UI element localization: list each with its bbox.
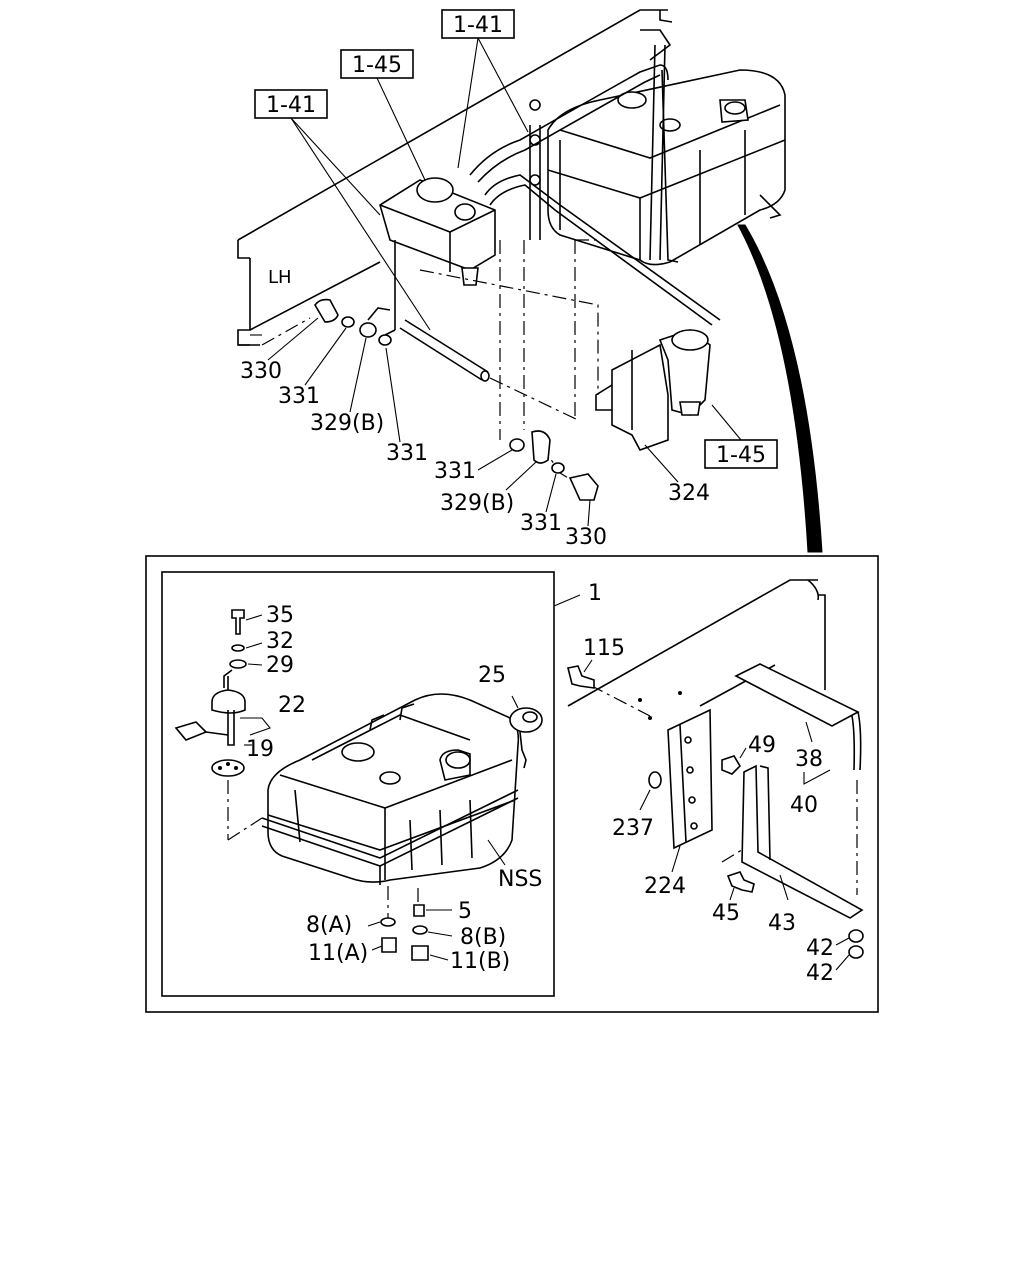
sender-opening xyxy=(379,771,401,785)
callout-331-right: 331 xyxy=(434,459,476,484)
callout-42-a: 42 xyxy=(806,936,834,961)
detail-outer-frame xyxy=(145,555,879,1013)
fittings-left xyxy=(261,298,579,421)
callout-115: 115 xyxy=(583,636,625,661)
ref-box-1-45-top: 1-45 xyxy=(340,49,426,181)
callout-25: 25 xyxy=(478,663,506,688)
callout-331-left: 331 xyxy=(278,384,320,409)
callout-19: 19 xyxy=(246,737,274,762)
bolt-35 xyxy=(231,609,245,635)
fuel-feed-pump xyxy=(379,177,496,336)
washer-331-right-b xyxy=(551,462,565,474)
callout-330-right: 330 xyxy=(565,525,607,550)
fuel-tank-upper xyxy=(529,29,786,266)
fuel-lines-upper xyxy=(469,64,721,326)
bracket-224 xyxy=(667,708,713,850)
bolt-330-left xyxy=(314,298,339,323)
callout-8a: 8(A) xyxy=(306,913,352,938)
callout-5: 5 xyxy=(458,899,472,924)
callout-22: 22 xyxy=(278,693,306,718)
washer-331-right xyxy=(509,438,525,452)
detail-inner-frame xyxy=(161,571,555,997)
callout-237: 237 xyxy=(612,816,654,841)
callout-11a: 11(A) xyxy=(308,941,368,966)
callout-331-left-b: 331 xyxy=(386,441,428,466)
sender-unit xyxy=(174,609,263,841)
ref-box-1-41-left: 1-41 xyxy=(254,89,431,331)
washer-331-left xyxy=(341,316,355,328)
callout-8b: 8(B) xyxy=(460,925,506,950)
callout-224: 224 xyxy=(644,874,686,899)
callout-29: 29 xyxy=(266,653,294,678)
strap-43 xyxy=(741,764,864,919)
bolt-45 xyxy=(726,871,755,893)
sender-callouts: 35 32 29 22 19 xyxy=(240,603,306,762)
mounting-hardware: 115 224 237 49 38 4 xyxy=(567,579,864,986)
filler-cap: 25 xyxy=(478,663,543,769)
svg-text:1-45: 1-45 xyxy=(716,443,766,468)
drain-parts: NSS 5 8(A) 8(B) 11(A) 11(B) xyxy=(306,839,542,974)
washer-237 xyxy=(648,771,662,789)
fittings-right xyxy=(509,430,599,501)
callout-40: 40 xyxy=(790,793,818,818)
eye-329-right xyxy=(531,430,551,464)
gasket-19 xyxy=(211,759,245,777)
callout-35: 35 xyxy=(266,603,294,628)
detail-pointer-arrow xyxy=(737,224,823,553)
callout-329b-left: 329(B) xyxy=(310,411,384,436)
ref-box-1-45-right: 1-45 xyxy=(704,404,778,469)
washer-8b xyxy=(412,925,428,935)
washer-29 xyxy=(229,659,247,669)
callout-42-b: 42 xyxy=(806,961,834,986)
callout-43: 43 xyxy=(768,911,796,936)
callout-324: 324 xyxy=(668,481,710,506)
callout-32: 32 xyxy=(266,629,294,654)
water-separator xyxy=(595,329,711,451)
ref-box-1-41-top: 1-41 xyxy=(441,9,529,169)
callout-11b: 11(B) xyxy=(450,949,510,974)
strap-38 xyxy=(734,663,860,727)
svg-text:1-45: 1-45 xyxy=(352,53,402,78)
eye-329-left xyxy=(359,322,377,338)
plug-5 xyxy=(413,904,425,917)
callout-49: 49 xyxy=(748,733,776,758)
washer-8a xyxy=(380,917,396,927)
bolt-115 xyxy=(567,665,595,689)
bolt-11a xyxy=(381,937,397,953)
svg-text:1-41: 1-41 xyxy=(266,93,316,118)
routing-lines-upper xyxy=(419,239,599,483)
bolt-330-right xyxy=(568,473,599,501)
callout-331-right-b: 331 xyxy=(520,511,562,536)
washer-32 xyxy=(231,644,245,652)
nut-42-b xyxy=(848,945,864,959)
nut-49 xyxy=(721,755,742,775)
upper-callouts: 330 331 329(B) 331 331 329(B) 331 330 32… xyxy=(240,317,710,550)
callout-330-left: 330 xyxy=(240,359,282,384)
callout-45: 45 xyxy=(712,901,740,926)
detail-panel: 1 35 32 29 22 xyxy=(145,555,879,1013)
float-block xyxy=(174,721,208,741)
callout-1: 1 xyxy=(588,581,602,606)
fuel-tank-detail xyxy=(261,693,520,885)
callout-38: 38 xyxy=(795,747,823,772)
bolt-11b xyxy=(411,945,429,961)
svg-text:1-41: 1-41 xyxy=(453,13,503,38)
chassis-frame-rail: LH xyxy=(237,9,673,346)
washer-331-left-b xyxy=(378,334,392,346)
nut-42-a xyxy=(848,929,864,943)
frame-side-label: LH xyxy=(268,267,292,288)
upper-assembly: LH xyxy=(237,9,823,553)
callout-329b-right: 329(B) xyxy=(440,491,514,516)
callout-NSS: NSS xyxy=(498,867,542,892)
